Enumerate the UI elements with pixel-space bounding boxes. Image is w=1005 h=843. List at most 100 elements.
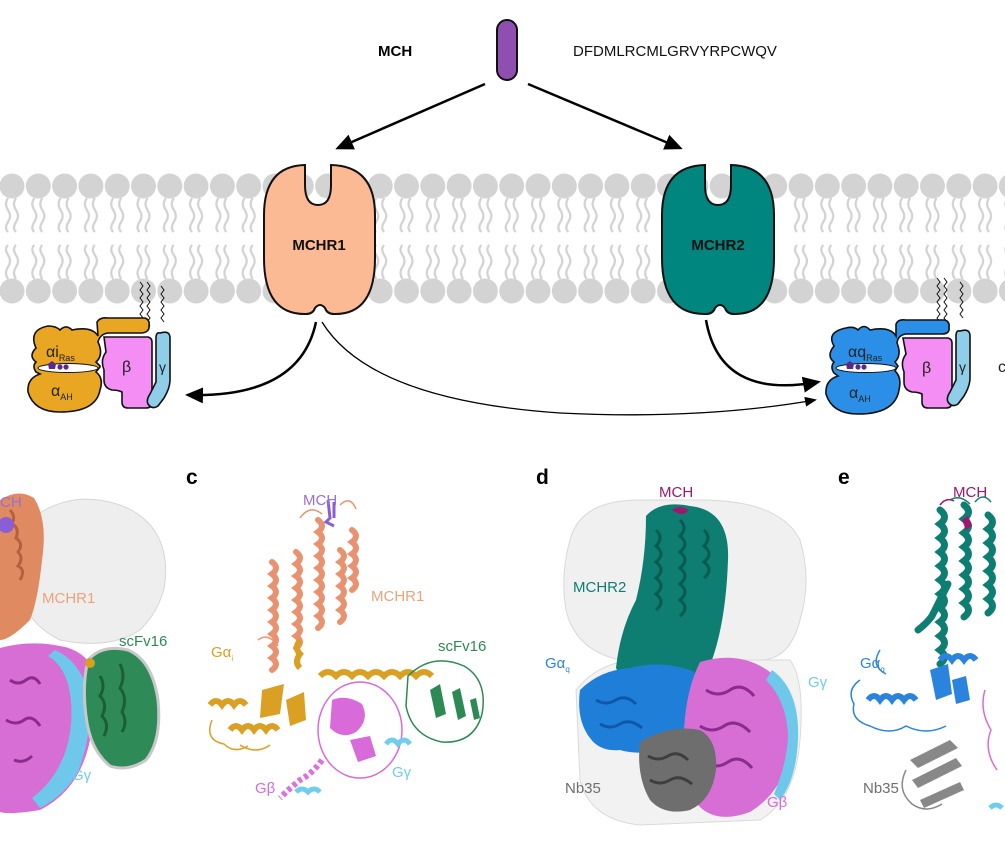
- lipid-tail: [565, 197, 572, 233]
- lipid-tail: [407, 244, 414, 280]
- lipid-tail: [854, 244, 861, 280]
- lipid-tail: [530, 197, 538, 233]
- lipid-tail: [880, 197, 887, 233]
- lipid-head: [841, 173, 867, 199]
- gi-alpha-ras-label: αiRas: [46, 344, 75, 363]
- panel-b-density-map: CH MCHR1 scFv16 Gγ: [0, 493, 167, 814]
- panel-c-label-galpha: Gαi: [211, 644, 233, 663]
- panel-c-ribbon-model: c MCH MCHR1 Gαi scFv: [186, 466, 486, 801]
- lipid-head: [630, 173, 656, 199]
- lipid-tail: [609, 197, 616, 233]
- lipid-head: [920, 278, 945, 304]
- lipid-tail: [110, 197, 117, 233]
- lipid-tail: [959, 197, 966, 233]
- lipid-head: [972, 278, 998, 304]
- lipid-head: [814, 278, 840, 304]
- gq-beta-label: β: [922, 360, 931, 377]
- lipid-tail: [12, 244, 20, 280]
- lipid-head: [104, 278, 130, 304]
- lipid-head: [157, 173, 183, 199]
- lipid-tail: [460, 197, 467, 233]
- panel-d-label-ggamma: Gγ: [808, 674, 828, 691]
- lipid-head: [499, 278, 525, 304]
- lipid-tail: [899, 197, 906, 233]
- lipid-tail: [381, 244, 388, 280]
- lipid-tail: [460, 244, 467, 280]
- arrow-mch-to-mchr1: [335, 82, 486, 150]
- lipid-head: [367, 278, 393, 304]
- lipid-tail: [828, 244, 835, 280]
- lipid-tail: [197, 197, 204, 233]
- lipid-tail: [907, 197, 914, 233]
- lipid-tail: [925, 197, 932, 233]
- lipid-tail: [636, 197, 643, 233]
- lipid-tail: [110, 244, 117, 280]
- lipid-head: [788, 173, 814, 199]
- lipid-head: [0, 173, 25, 199]
- lipid-tail: [801, 197, 809, 233]
- gi-gamma-label: γ: [159, 359, 166, 375]
- g-protein-gi: αiRas αAH β γ: [27, 281, 171, 413]
- lipid-tail: [215, 197, 222, 233]
- lipid-head: [472, 173, 498, 199]
- lipid-tail: [136, 244, 143, 280]
- lipid-head: [998, 280, 1005, 302]
- lipid-head: [0, 278, 25, 304]
- lipid-tail: [170, 197, 177, 233]
- panel-e-label-mch: MCH: [953, 484, 987, 501]
- lipid-tail: [636, 244, 643, 280]
- lipid-tail: [162, 197, 169, 233]
- lipid-tail: [433, 197, 440, 233]
- lipid-tail: [986, 244, 993, 280]
- lipid-tail: [583, 197, 590, 233]
- lipid-tail: [846, 244, 853, 280]
- lipid-tail: [83, 197, 90, 233]
- lipid-head: [630, 278, 656, 304]
- lipid-tail: [478, 244, 485, 280]
- lipid-tail: [617, 244, 624, 280]
- lipid-tail: [65, 244, 72, 280]
- lipid-head: [893, 278, 919, 304]
- panel-b-label-scfv16: scFv16: [119, 633, 167, 650]
- lipid-head: [814, 173, 840, 199]
- receptor-label-mchr1: MCHR1: [292, 237, 345, 254]
- lipid-tail: [820, 197, 827, 233]
- lipid-tail: [91, 244, 98, 280]
- lipid-tail: [170, 244, 177, 280]
- lipid-tail: [959, 244, 966, 280]
- lipid-head: [236, 173, 262, 199]
- lipid-tail: [189, 244, 196, 280]
- lipid-head: [578, 278, 604, 304]
- receptor-label-mchr2: MCHR2: [691, 237, 744, 254]
- lipid-tail: [793, 197, 801, 233]
- lipid-tail: [820, 244, 827, 280]
- receptor-mchr1: MCHR1: [263, 163, 376, 316]
- lipid-tail: [249, 197, 256, 233]
- lipid-tail: [189, 197, 196, 233]
- panel-e-ribbon-model: e MCH Gαq Nb35: [838, 466, 1004, 810]
- lipid-head: [157, 278, 183, 304]
- panel-b-label-ggamma: Gγ: [72, 767, 92, 784]
- lipid-tail: [828, 197, 835, 233]
- lipid-head: [131, 173, 156, 199]
- lipid-tail: [846, 197, 853, 233]
- lipid-tail: [12, 197, 20, 233]
- lipid-tail: [241, 197, 248, 233]
- lipid-head: [551, 173, 577, 199]
- lipid-tail: [880, 244, 887, 280]
- lipid-tail: [57, 244, 64, 280]
- lipid-tail: [425, 244, 432, 280]
- lipid-tail: [223, 244, 230, 280]
- lipid-head: [420, 278, 446, 304]
- lipid-tail: [4, 244, 12, 280]
- panel-c-label-receptor: MCHR1: [371, 588, 424, 605]
- lipid-tail: [801, 244, 809, 280]
- lipid-tail: [118, 197, 125, 233]
- lipid-tail: [39, 197, 46, 233]
- gq-gamma-label: γ: [959, 359, 966, 375]
- lipid-tail: [565, 244, 572, 280]
- panel-e-label-nb35: Nb35: [863, 780, 899, 797]
- g-protein-gq: αqRas αAH β γ c: [825, 277, 1005, 415]
- arrow-mchr1-to-gi: [185, 321, 318, 404]
- lipid-head: [394, 173, 419, 199]
